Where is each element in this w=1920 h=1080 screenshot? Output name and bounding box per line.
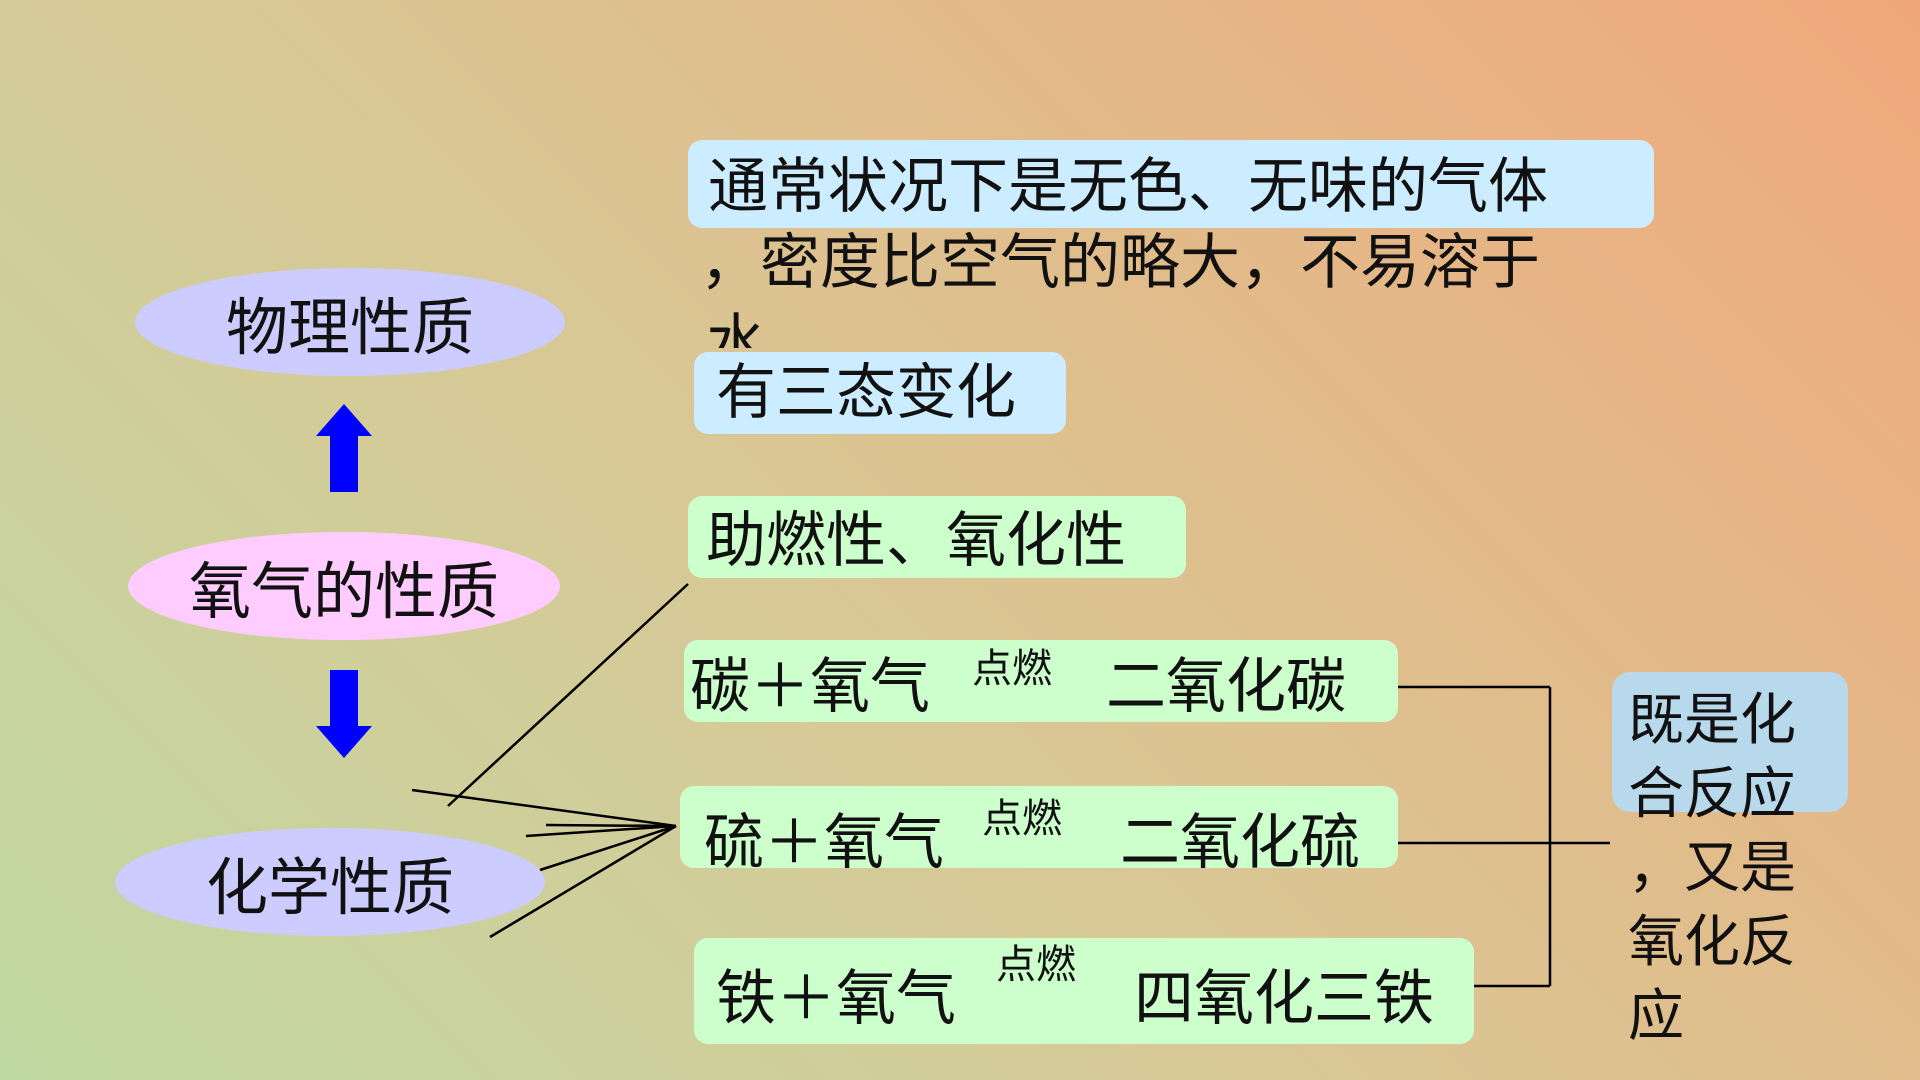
conclusion-highlight — [1612, 672, 1848, 812]
down-arrow-icon — [316, 670, 372, 758]
node-oxygen-label: 氧气的性质 — [188, 555, 499, 628]
connector-reaction-2 — [525, 824, 677, 838]
reaction-sulfur-condition: 点燃 — [982, 796, 1062, 842]
conclusion-line-1: 既是化 — [1628, 688, 1796, 753]
physical-desc-line-2: ，密度比空气的略大，不易溶于 — [700, 228, 1540, 298]
conclusion-line-2: 合反应 — [1628, 762, 1796, 827]
reaction-carbon-box — [684, 640, 1398, 722]
node-physical-properties: 物理性质 — [135, 268, 565, 376]
combustion-box: 助燃性、氧化性 — [688, 496, 1186, 578]
conclusion-line-3: ，又是 — [1628, 836, 1796, 901]
connector-reaction-1 — [411, 788, 677, 828]
reaction-iron-product: 四氧化三铁 — [1134, 964, 1434, 1034]
combustion-label: 助燃性、氧化性 — [706, 506, 1126, 576]
reaction-sulfur-reactants: 硫＋氧气 — [704, 808, 944, 878]
state-change-box: 有三态变化 — [694, 352, 1066, 434]
node-chemical-properties: 化学性质 — [115, 828, 545, 936]
conclusion-line-5: 应 — [1628, 984, 1684, 1049]
node-physical-label: 物理性质 — [225, 291, 474, 364]
reaction-iron-box — [694, 938, 1474, 1044]
physical-desc-line-3-clip: 水 — [706, 300, 786, 348]
state-change-label: 有三态变化 — [716, 358, 1016, 428]
physical-desc-highlight — [688, 140, 1654, 228]
reaction-carbon-reactants: 碳＋氧气 — [690, 652, 930, 722]
conclusion-text: 既是化 合反应 ，又是 氧化反 应 — [1628, 684, 1828, 1054]
node-chemical-label: 化学性质 — [205, 851, 454, 924]
reaction-carbon-condition: 点燃 — [972, 646, 1052, 692]
physical-desc-line-3: 水 — [706, 308, 766, 348]
node-oxygen-properties: 氧气的性质 — [128, 532, 560, 640]
reaction-iron-reactants: 铁＋氧气 — [716, 964, 956, 1034]
reaction-carbon-product: 二氧化碳 — [1106, 652, 1346, 722]
connector-reaction-3 — [539, 824, 677, 872]
up-arrow-icon — [316, 404, 372, 492]
connector-reaction-5 — [545, 823, 677, 828]
reaction-sulfur-product: 二氧化硫 — [1120, 808, 1360, 878]
physical-desc-line-1: 通常状况下是无色、无味的气体 — [708, 152, 1548, 222]
conclusion-line-4: 氧化反 — [1628, 910, 1796, 975]
reaction-iron-condition: 点燃 — [996, 942, 1076, 988]
reaction-sulfur-box — [680, 786, 1398, 868]
